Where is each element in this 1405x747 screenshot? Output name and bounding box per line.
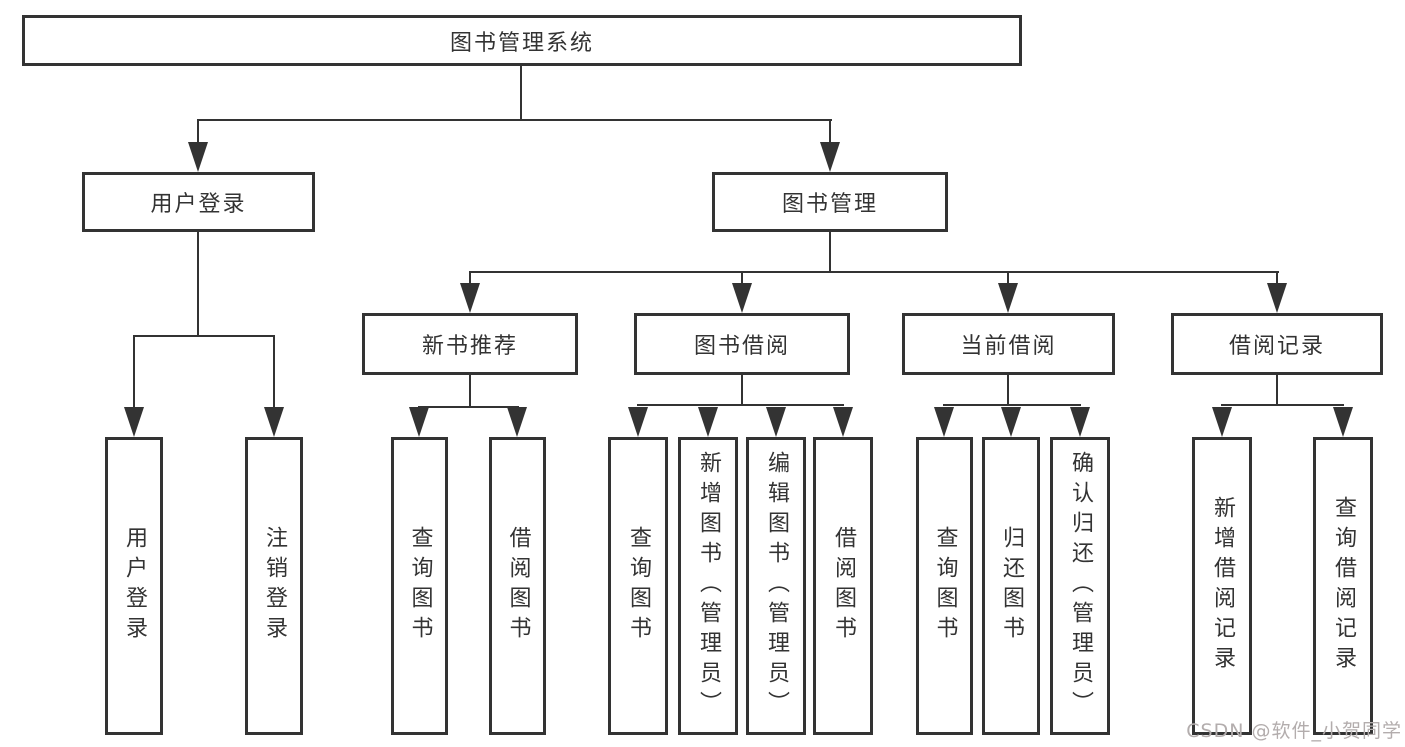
connector-rail xyxy=(943,404,1081,406)
arrowhead-down xyxy=(264,407,284,437)
connector-drop xyxy=(197,119,199,145)
connector-stem xyxy=(1276,375,1278,406)
connector-stem xyxy=(741,375,743,406)
node-borrow-records: 借阅记录 xyxy=(1171,313,1383,375)
leaf-borrow-books-recommend: 借阅图书 xyxy=(489,437,546,735)
leaf-query-books-borrow: 查询图书 xyxy=(608,437,668,735)
arrowhead-down xyxy=(1333,407,1353,437)
connector-drop xyxy=(469,271,471,285)
connector-stem xyxy=(469,375,471,408)
leaf-query-borrow-record: 查询借阅记录 xyxy=(1313,437,1373,735)
leaf-query-books-recommend: 查询图书 xyxy=(391,437,448,735)
node-book-borrow: 图书借阅 xyxy=(634,313,850,375)
connector-drop xyxy=(741,271,743,285)
node-root: 图书管理系统 xyxy=(22,15,1022,66)
leaf-user-login: 用户登录 xyxy=(105,437,163,735)
node-user-login: 用户登录 xyxy=(82,172,315,232)
csdn-watermark: CSDN @软件_小贺同学 xyxy=(1186,720,1402,742)
arrowhead-down xyxy=(1001,407,1021,437)
connector-rail xyxy=(470,271,1279,273)
arrowhead-down xyxy=(1267,283,1287,313)
connector-rail xyxy=(133,335,275,337)
leaf-query-books-current: 查询图书 xyxy=(916,437,973,735)
leaf-edit-book-admin: 编辑图书（管理员） xyxy=(746,437,806,735)
connector-rail xyxy=(1221,404,1344,406)
node-current-borrow: 当前借阅 xyxy=(902,313,1115,375)
leaf-add-borrow-record: 新增借阅记录 xyxy=(1192,437,1252,735)
connector-rail xyxy=(637,404,844,406)
connector-drop xyxy=(1276,271,1278,285)
arrowhead-down xyxy=(1212,407,1232,437)
arrowhead-down xyxy=(409,407,429,437)
arrowhead-down xyxy=(507,407,527,437)
leaf-return-books: 归还图书 xyxy=(982,437,1040,735)
connector-drop xyxy=(273,335,275,409)
connector-drop xyxy=(133,335,135,409)
arrowhead-down xyxy=(820,142,840,172)
connector-drop xyxy=(1007,271,1009,285)
connector-stem xyxy=(197,232,199,337)
arrowhead-down xyxy=(188,142,208,172)
node-book-management: 图书管理 xyxy=(712,172,948,232)
connector-drop xyxy=(829,119,831,145)
connector-stem xyxy=(520,66,522,121)
arrowhead-down xyxy=(124,407,144,437)
leaf-logout: 注销登录 xyxy=(245,437,303,735)
connector-stem xyxy=(829,232,831,273)
leaf-borrow-books-borrow: 借阅图书 xyxy=(813,437,873,735)
connector-stem xyxy=(1007,375,1009,406)
leaf-add-book-admin: 新增图书（管理员） xyxy=(678,437,738,735)
arrowhead-down xyxy=(934,407,954,437)
node-new-book-recommend: 新书推荐 xyxy=(362,313,578,375)
arrowhead-down xyxy=(698,407,718,437)
connector-rail xyxy=(197,119,832,121)
connector-rail xyxy=(418,406,519,408)
arrowhead-down xyxy=(833,407,853,437)
leaf-confirm-return-admin: 确认归还（管理员） xyxy=(1050,437,1110,735)
arrowhead-down xyxy=(766,407,786,437)
arrowhead-down xyxy=(628,407,648,437)
arrowhead-down xyxy=(1070,407,1090,437)
arrowhead-down xyxy=(998,283,1018,313)
arrowhead-down xyxy=(732,283,752,313)
arrowhead-down xyxy=(460,283,480,313)
